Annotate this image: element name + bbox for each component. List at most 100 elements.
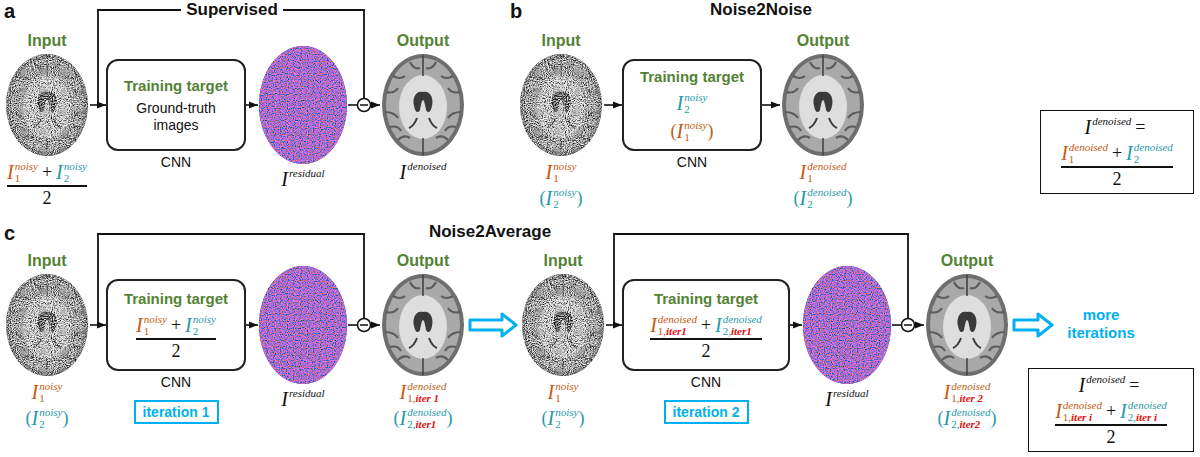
script-stack: noisy2	[684, 91, 707, 115]
subscript-line: 2	[555, 418, 578, 430]
script-stack: residual	[833, 387, 869, 411]
image-slot	[4, 52, 90, 158]
script-stack: denoised2	[1134, 141, 1173, 165]
node-outline: Training targetInoisy2 (Inoisy1)	[622, 59, 762, 151]
noisy-brain-image	[518, 52, 604, 158]
text-row: Idenoised1+Idenoised22	[1061, 141, 1173, 189]
subscript-line: 2	[193, 325, 216, 337]
image-slot	[4, 272, 90, 378]
math-parenthesis: (	[794, 187, 800, 209]
script-stack: noisy1	[553, 160, 576, 184]
subscript-line: 1	[144, 325, 167, 337]
script-stack: noisy2	[39, 406, 62, 430]
io-label: Output	[941, 250, 993, 272]
math-number: 2	[1113, 169, 1122, 189]
flow-arrow	[762, 104, 780, 106]
superscript: noisy	[193, 313, 216, 325]
math-operator: =	[1129, 374, 1139, 396]
text-row: Input	[4, 30, 90, 52]
math-parenthesis: )	[846, 187, 852, 209]
flow-arrow	[348, 324, 380, 326]
subscript: 1	[39, 392, 45, 404]
text-row: Output	[380, 250, 466, 272]
text-row: (Idenoised2,iter2)	[924, 406, 1010, 430]
flow-arrow	[348, 104, 380, 106]
subscript-line: 1	[39, 392, 62, 404]
text-row: Output	[924, 250, 1010, 272]
network-label: CNN	[161, 153, 191, 171]
text-row: Idenoised1,iter i+Idenoised2,iter i2	[1055, 399, 1167, 447]
subscript: iter 2	[960, 392, 984, 404]
subscript: 1	[555, 392, 561, 404]
panel-title: Noise2Average	[424, 222, 556, 241]
math-term: Idenoised2,iter1	[400, 406, 447, 430]
subscript-line: 1	[1069, 153, 1108, 165]
math-symbol: I	[281, 388, 288, 410]
text-row: Training target	[124, 76, 228, 96]
node-outline: iteration 1	[134, 400, 219, 424]
text-row: Input	[520, 250, 606, 272]
text-row: (Inoisy1)	[671, 119, 714, 143]
text-row: Iresidual	[258, 387, 348, 411]
text-row: CNN	[106, 153, 246, 171]
superscript: noisy	[39, 380, 62, 392]
subscript: 1,	[407, 392, 415, 404]
text-row: Inoisy1	[520, 380, 606, 404]
text-row: Training target	[124, 289, 228, 309]
math-symbol: I	[800, 161, 807, 183]
fraction: Inoisy1+Inoisy22	[7, 160, 87, 208]
iteration-label: iteration 1	[143, 403, 210, 421]
math-parenthesis: (	[540, 187, 546, 209]
script-stack: denoised2,iter2	[951, 406, 990, 430]
continuation-note: more iterations	[1056, 306, 1146, 342]
flow-arrow	[892, 324, 924, 326]
math-term: Inoisy1	[546, 160, 577, 184]
network-label: CNN	[161, 373, 191, 391]
math-parenthesis: )	[990, 407, 996, 429]
text-row: iteration 2	[673, 403, 740, 421]
script-stack: denoised1,iter1	[658, 313, 697, 337]
script-stack: noisy2	[64, 160, 87, 184]
subscript: iter2	[960, 418, 981, 430]
superscript: denoised	[407, 406, 446, 418]
continue-arrow	[1014, 314, 1052, 336]
text-row: (Inoisy2)	[4, 406, 90, 430]
io-label: Output	[397, 30, 449, 52]
superscript: noisy	[555, 380, 578, 392]
input-image-node: InputInoisy1+Inoisy22	[4, 30, 90, 208]
script-stack: denoised1,iter 1	[407, 380, 446, 404]
math-term: Idenoised2	[800, 186, 847, 210]
image-slot	[802, 265, 892, 385]
subscript: iter1	[731, 325, 752, 337]
superscript: noisy	[555, 406, 578, 418]
math-parenthesis: )	[576, 187, 582, 209]
subscript-line: 2	[1134, 153, 1173, 165]
math-operator: +	[701, 314, 711, 336]
box-heading: Training target	[640, 67, 744, 87]
input-image-node: InputInoisy1(Inoisy2)	[518, 30, 604, 210]
io-label: Input	[27, 30, 66, 52]
math-symbol: I	[677, 92, 684, 114]
label-holder: Noise2Average	[424, 222, 556, 242]
math-term: Idenoised2	[1126, 141, 1173, 165]
superscript: noisy	[15, 160, 38, 172]
io-label: Input	[541, 30, 580, 52]
math-symbol: I	[825, 388, 832, 410]
subscript-line: 1	[684, 131, 707, 143]
math-symbol: I	[281, 168, 288, 190]
label-holder: c	[4, 222, 15, 244]
text-row: Inoisy1	[4, 380, 90, 404]
math-operator: +	[1106, 400, 1116, 422]
text-row: (Idenoised2)	[780, 186, 866, 210]
math-parenthesis: )	[62, 407, 68, 429]
script-stack: denoised1	[807, 160, 846, 184]
superscript: noisy	[144, 313, 167, 325]
text-row: Ground-truth images	[120, 100, 232, 134]
math-symbol: I	[56, 161, 63, 183]
residual-image-node: Iresidual	[258, 45, 348, 191]
math-number: 2	[172, 341, 181, 361]
node-outline: Idenoised=Idenoised1,iter i+Idenoised2,i…	[1028, 368, 1194, 452]
residual-image-node: Iresidual	[802, 265, 892, 411]
math-term: Inoisy2	[185, 313, 216, 337]
